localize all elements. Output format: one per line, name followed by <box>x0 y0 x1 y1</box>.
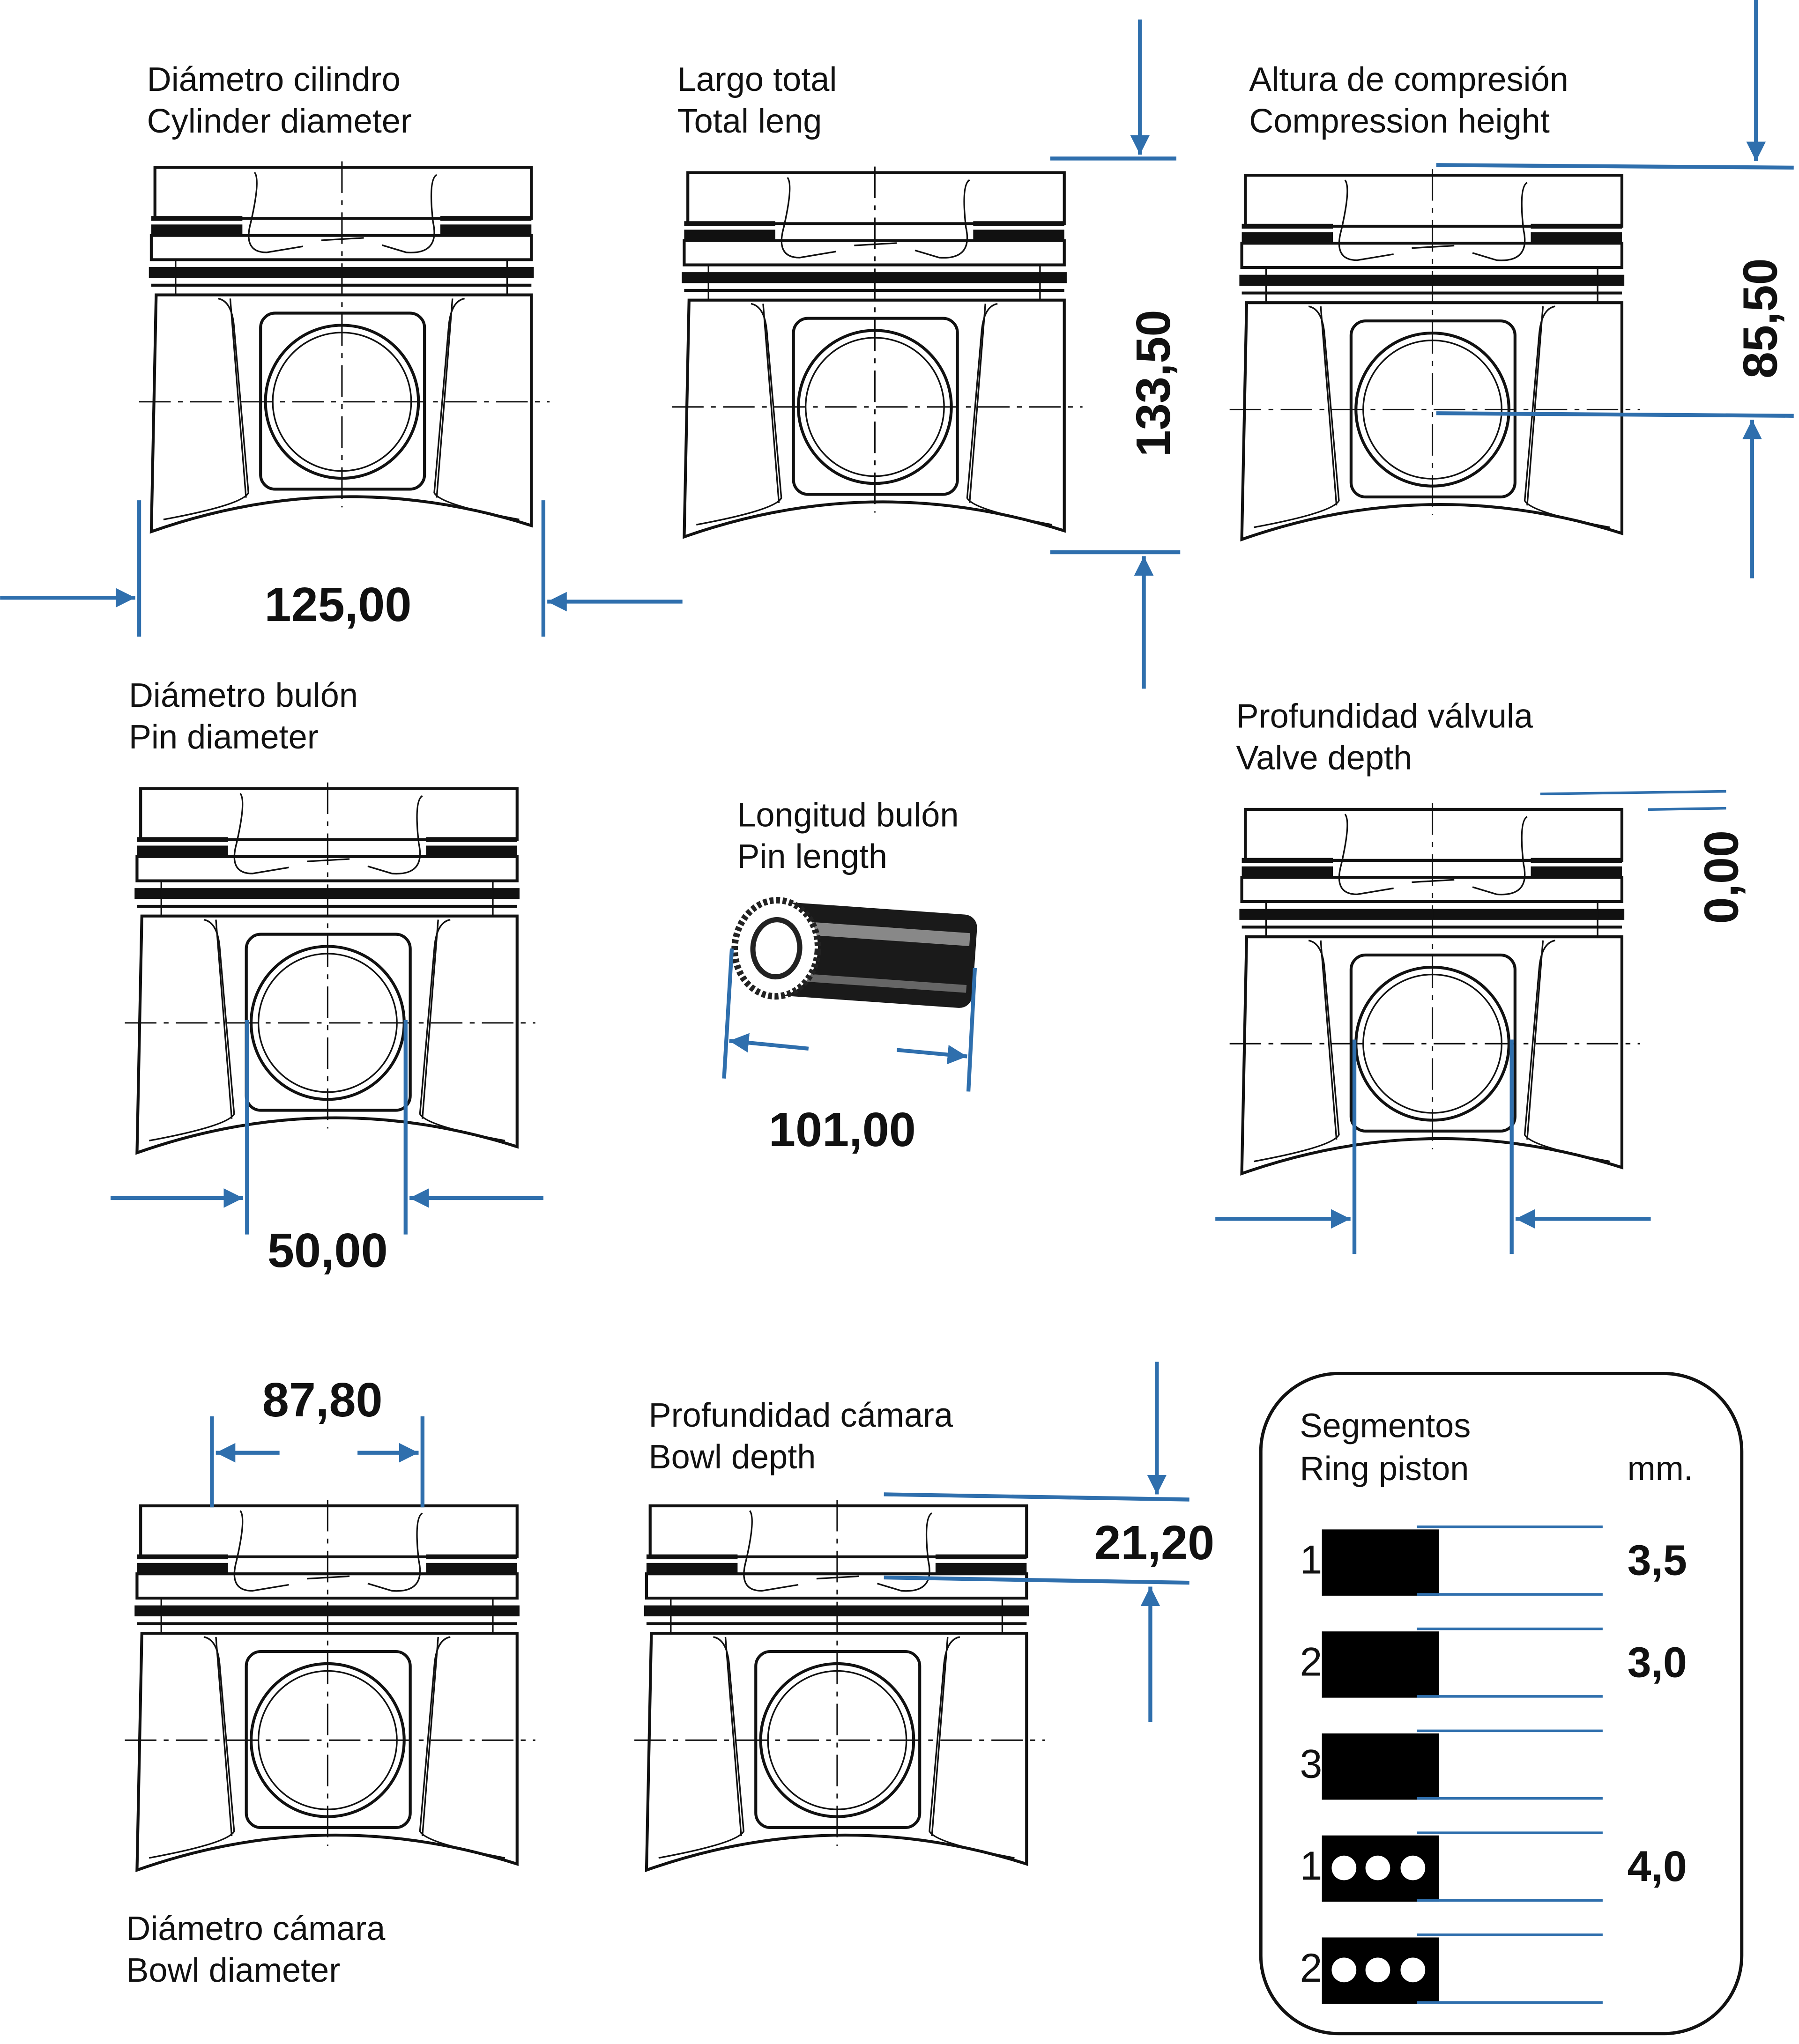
valve-depth-label-es: Profundidad válvula <box>1236 698 1533 735</box>
cylinder-diameter-label-es: Diámetro cilindro <box>147 61 401 98</box>
ring-number: 2 <box>1300 1639 1322 1684</box>
valve-depth-label-en: Valve depth <box>1236 739 1412 777</box>
piston-pin-image <box>731 897 977 1008</box>
pin-length-value: 101,00 <box>769 1103 916 1156</box>
ring-number: 1 <box>1300 1844 1322 1888</box>
total-length-label-es: Largo total <box>677 61 837 98</box>
oil-hole-icon <box>1365 1855 1390 1881</box>
dimension-arrow <box>729 1033 809 1053</box>
oil-hole-icon <box>1400 1855 1426 1881</box>
ring-table-border <box>1259 1371 1744 2036</box>
oil-hole-icon <box>1331 1855 1357 1881</box>
extension-line <box>1436 411 1794 418</box>
valve-depth-group: Profundidad válvula Valve depth 0,00 <box>1215 698 1748 1254</box>
ring-number: 1 <box>1300 1538 1322 1583</box>
valve-depth-value: 0,00 <box>1694 830 1748 924</box>
ring-segments-table: Segmentos Ring piston mm. <box>1259 1371 1744 2036</box>
oil-hole-icon <box>1331 1957 1357 1983</box>
ring-width-value: 4,0 <box>1628 1843 1687 1890</box>
ring-width-value: 3,0 <box>1628 1638 1687 1686</box>
pin-length-label-en: Pin length <box>737 838 887 875</box>
ring-row: 2 <box>1300 1933 1603 2004</box>
bowl-diameter-group: 87,80 Diámetro cámara Bowl diameter <box>126 1373 424 1989</box>
bowl-diameter-value: 87,80 <box>262 1373 383 1427</box>
cylinder-diameter-value: 125,00 <box>265 578 412 631</box>
total-length-label-en: Total leng <box>677 103 822 140</box>
pin-length-group: Longitud bulón Pin length 101,00 <box>722 796 977 1156</box>
compression-ring-icon <box>1322 1733 1439 1800</box>
piston-drawing-bowl-diameter <box>125 1500 535 1870</box>
compression-ring-icon <box>1322 1529 1439 1596</box>
pin-diameter-group: Diámetro bulón Pin diameter 50,00 <box>110 677 543 1277</box>
pin-diameter-value: 50,00 <box>268 1223 388 1277</box>
ring-number: 2 <box>1300 1946 1322 1991</box>
total-length-value: 133,50 <box>1126 310 1180 457</box>
piston-drawing-valve-depth <box>1230 803 1640 1174</box>
ring-row: 3 <box>1300 1729 1603 1800</box>
piston-drawing-bowl-depth <box>634 1500 1045 1870</box>
bowl-depth-value: 21,20 <box>1094 1516 1214 1570</box>
piston-drawing-pin-diameter <box>125 783 535 1153</box>
extension-line <box>884 1492 1189 1502</box>
extension-line <box>884 1575 1189 1585</box>
extension-line <box>1540 790 1726 795</box>
extension-line <box>1648 807 1726 811</box>
ring-number: 3 <box>1300 1741 1322 1786</box>
piston-drawing-compression-height <box>1230 169 1640 540</box>
oil-hole-icon <box>1400 1957 1426 1983</box>
ring-unit: mm. <box>1628 1450 1693 1488</box>
total-length-group: Largo total Total leng 133,50 <box>677 19 1181 689</box>
oil-hole-icon <box>1365 1957 1390 1983</box>
piston-drawing-cylinder-diameter <box>139 162 550 532</box>
compression-ring-icon <box>1322 1631 1439 1698</box>
piston-drawing-total-length <box>672 167 1082 537</box>
compression-height-group: Altura de compresión Compression height … <box>1249 0 1794 578</box>
bowl-depth-group: Profundidad cámara Bowl depth 21,20 <box>649 1362 1214 1722</box>
pin-diameter-label-en: Pin diameter <box>129 718 319 756</box>
bowl-diameter-label-en: Bowl diameter <box>126 1952 340 1989</box>
compression-height-value: 85,50 <box>1733 258 1787 378</box>
bowl-diameter-label-es: Diámetro cámara <box>126 1910 386 1948</box>
compression-height-label-es: Altura de compresión <box>1249 61 1569 98</box>
bowl-depth-label-es: Profundidad cámara <box>649 1397 953 1434</box>
ring-title-es: Segmentos <box>1300 1407 1471 1444</box>
compression-height-label-en: Compression height <box>1249 103 1549 140</box>
extension-line <box>966 968 977 1092</box>
cylinder-diameter-group: Diámetro cilindro Cylinder diameter 125,… <box>0 61 683 637</box>
pin-length-label-es: Longitud bulón <box>737 796 959 834</box>
ring-title-en: Ring piston <box>1300 1450 1469 1488</box>
extension-line <box>1436 163 1794 170</box>
dimension-arrow <box>897 1044 967 1065</box>
pin-diameter-label-es: Diámetro bulón <box>129 677 358 714</box>
cylinder-diameter-label-en: Cylinder diameter <box>147 103 412 140</box>
bowl-depth-label-en: Bowl depth <box>649 1438 816 1476</box>
ring-width-value: 3,5 <box>1628 1536 1687 1584</box>
extension-line <box>722 948 734 1079</box>
